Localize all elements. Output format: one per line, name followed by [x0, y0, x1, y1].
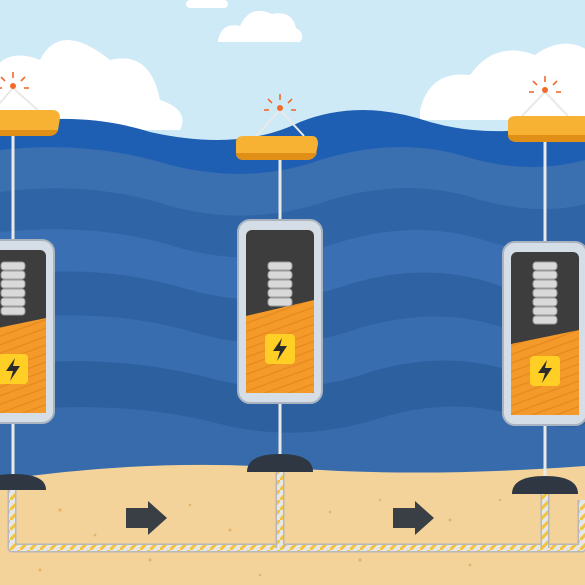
anchor-1	[0, 474, 46, 490]
signal-icon	[0, 72, 29, 89]
buoy-2	[236, 94, 318, 160]
lightning-bolt-icon	[0, 354, 28, 384]
seabed	[0, 464, 585, 585]
buoy-3	[508, 76, 585, 142]
cloud-top	[218, 10, 303, 42]
cloud-group	[0, 0, 585, 130]
flow-arrow-left	[126, 501, 167, 535]
signal-icon	[264, 94, 296, 111]
flow-arrow-right	[393, 501, 434, 535]
anchor-3	[512, 476, 578, 494]
wave-energy-converter-3	[502, 76, 585, 494]
cloud-sliver	[186, 0, 228, 8]
generator-housing-3	[502, 241, 585, 426]
power-cable	[7, 472, 585, 553]
spring-1	[0, 261, 26, 316]
cloud-left	[0, 40, 183, 130]
anchor-2	[247, 454, 313, 472]
wave-energy-converter-2	[236, 94, 323, 472]
buoy-1	[0, 72, 60, 136]
arrow-right-icon	[393, 501, 434, 535]
generator-housing-2	[237, 219, 323, 404]
lightning-bolt-icon	[530, 356, 560, 386]
spring-3	[532, 261, 558, 325]
signal-icon	[529, 76, 561, 93]
wave-energy-converter-1	[0, 72, 60, 490]
spring-2	[267, 261, 293, 307]
arrow-right-icon	[126, 501, 167, 535]
cloud-right	[420, 43, 585, 120]
generator-housing-1	[0, 239, 55, 424]
lightning-bolt-icon	[265, 334, 295, 364]
